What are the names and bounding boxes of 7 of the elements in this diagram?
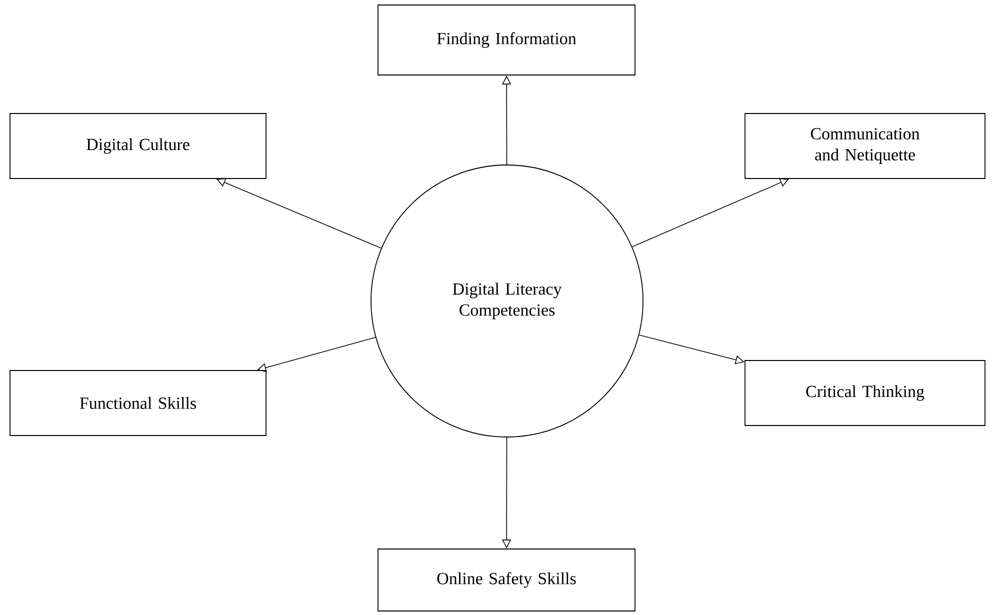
text-box: Communication and Netiquette bbox=[744, 113, 986, 179]
circle-node: Digital Literacy Competencies bbox=[370, 164, 644, 438]
text-box: Critical Thinking bbox=[744, 360, 986, 426]
text-box: Functional Skills bbox=[10, 370, 266, 436]
text-box: Digital Culture bbox=[10, 113, 266, 179]
text-box: Finding Information bbox=[378, 4, 636, 76]
text-box: Online Safety Skills bbox=[378, 548, 636, 612]
